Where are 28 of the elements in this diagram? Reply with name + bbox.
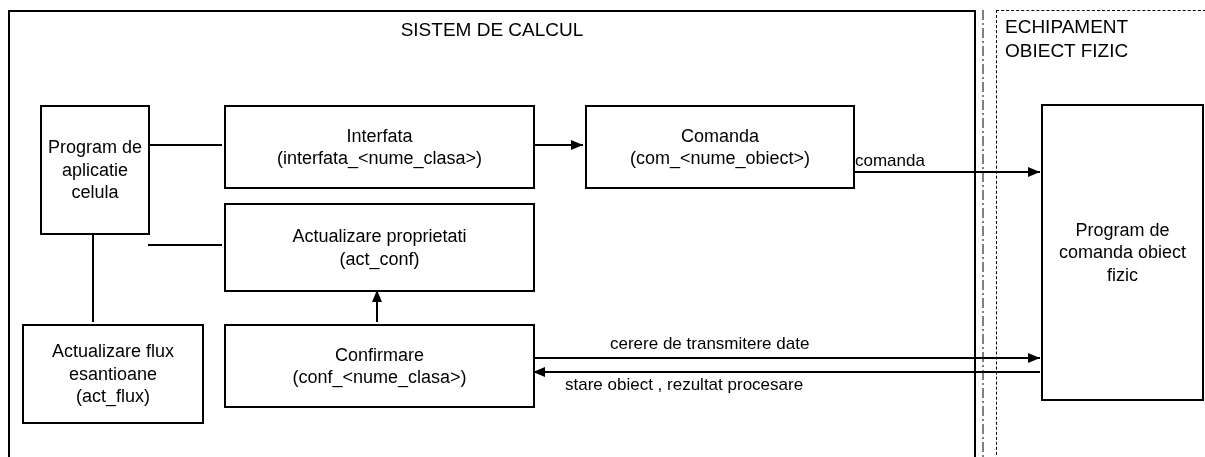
box-title: Interfata: [345, 124, 414, 147]
arrow: [532, 140, 584, 150]
box-subtitle: (com_<nume_obiect>): [628, 147, 812, 170]
process-box: [1041, 104, 1204, 401]
box-title: Actualizare proprietati: [291, 225, 468, 248]
box-title: Comanda: [679, 124, 760, 147]
system-panel: [8, 10, 976, 457]
box-subtitle: (interfata_<nume_clasa>): [275, 147, 484, 170]
process-box: [585, 105, 855, 189]
panel-title: SISTEM DE CALCUL: [400, 18, 584, 42]
box-title: Confirmare: [334, 343, 425, 366]
box-subtitle: (conf_<nume_clasa>): [291, 366, 468, 389]
process-box: [224, 105, 535, 189]
arrow: [372, 289, 382, 323]
process-box: [224, 324, 535, 408]
box-title: Actualizare flux esantioane: [50, 340, 176, 386]
box-subtitle: (act_conf): [338, 247, 421, 270]
system-panel: [996, 10, 1205, 457]
box-title: Program de comanda obiect fizic: [1057, 218, 1188, 287]
process-box: [224, 203, 535, 292]
box-title: Program de aplicatie celula: [46, 136, 143, 204]
panel-title: ECHIPAMENT OBIECT FIZIC: [1004, 15, 1130, 63]
arrow: [852, 167, 1041, 177]
arrow: [532, 367, 1041, 377]
arrow: [532, 353, 1041, 363]
process-box: [22, 324, 204, 424]
box-subtitle: (act_flux): [75, 385, 151, 408]
process-box: [40, 105, 150, 235]
